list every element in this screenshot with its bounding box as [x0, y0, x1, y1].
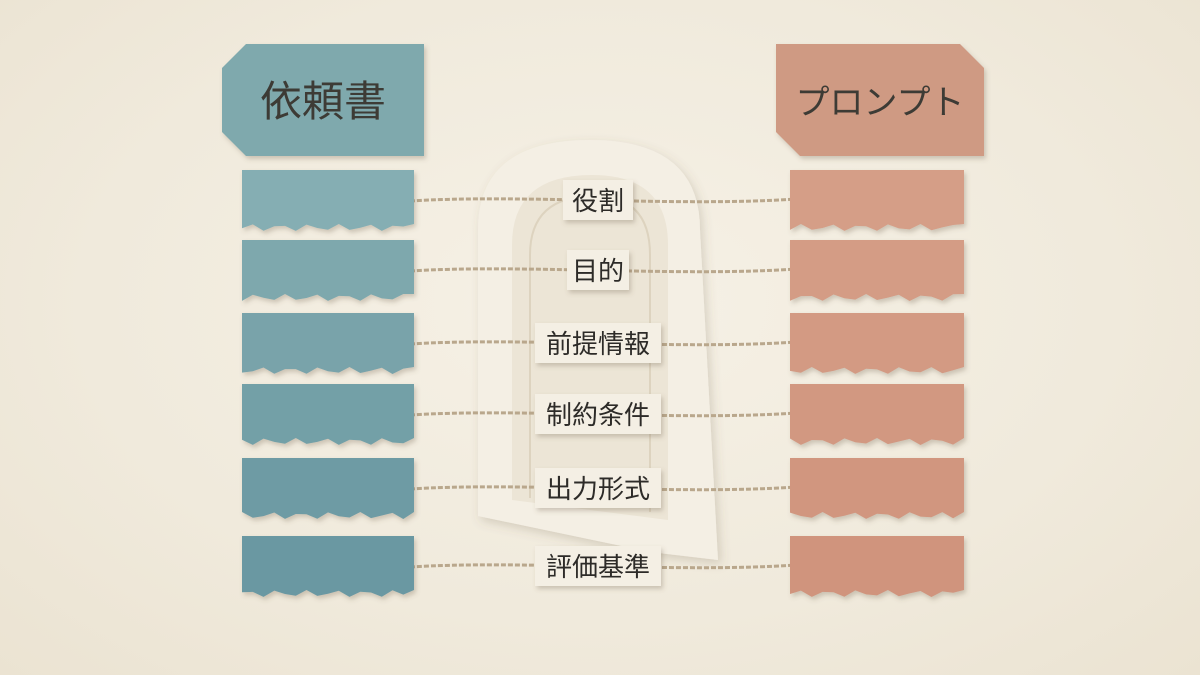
right-tag-title: プロンプト	[796, 83, 965, 123]
left-tag-paper	[222, 44, 424, 156]
label-card: 目的	[567, 250, 629, 290]
label-card: 評価基準	[535, 546, 661, 586]
right-strip	[790, 313, 964, 374]
left-strip	[242, 458, 414, 519]
label-card: 前提情報	[535, 323, 661, 363]
label-card: 制約条件	[535, 394, 661, 434]
left-strip	[242, 536, 414, 597]
left-strip-column	[242, 170, 414, 597]
label-card-paper	[535, 546, 661, 586]
label-text: 制約条件	[546, 401, 650, 431]
right-strip	[790, 170, 964, 231]
left-strip	[242, 170, 414, 231]
label-card-paper	[535, 394, 661, 434]
right-tag: プロンプト	[776, 44, 984, 156]
left-tag: 依頼書	[222, 44, 424, 156]
right-strip	[790, 458, 964, 519]
left-strip	[242, 384, 414, 445]
label-text: 出力形式	[546, 475, 650, 505]
label-text: 目的	[572, 257, 624, 287]
right-strip	[790, 240, 964, 301]
label-card-paper	[563, 180, 633, 220]
label-card-paper	[567, 250, 629, 290]
left-strip	[242, 313, 414, 374]
label-text: 役割	[572, 187, 624, 217]
label-card-paper	[535, 323, 661, 363]
left-strip	[242, 240, 414, 301]
left-tag-title: 依頼書	[260, 77, 386, 126]
right-tag-paper	[776, 44, 984, 156]
right-strip-column	[790, 170, 964, 597]
right-strip	[790, 536, 964, 597]
right-strip	[790, 384, 964, 445]
label-card-paper	[535, 468, 661, 508]
label-card: 役割	[563, 180, 633, 220]
label-text: 前提情報	[546, 330, 650, 360]
label-text: 評価基準	[546, 553, 650, 583]
label-card: 出力形式	[535, 468, 661, 508]
